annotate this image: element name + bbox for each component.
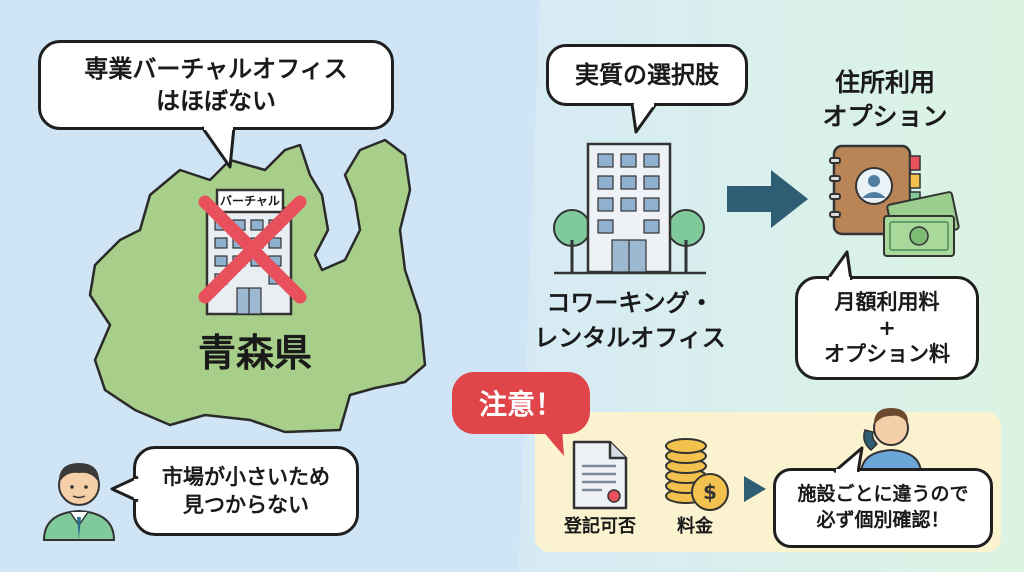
building-sign-text: バーチャル xyxy=(220,194,280,208)
fee-plus: + xyxy=(878,315,896,340)
bubble-tail xyxy=(833,446,864,475)
caution-text-line2: 必ず個別確認！ xyxy=(816,509,950,531)
address-option-title-line1: 住所利用 xyxy=(834,68,935,97)
coworking-building-icon xyxy=(553,142,706,275)
caution-text-line1: 施設ごとに違うので xyxy=(797,483,969,506)
fee-line3: オプション料 xyxy=(824,342,950,367)
region-label: 青森県 xyxy=(197,331,312,375)
speech-bubble-market-small: 市場が小さいため 見つからない xyxy=(133,446,359,536)
speech-bubble-fees: 月額利用料 + オプション料 xyxy=(795,276,979,380)
fee-label: 料金 xyxy=(677,516,713,537)
speech-bubble-check-individually: 施設ごとに違うので 必ず個別確認！ xyxy=(773,468,993,548)
coworking-label-line1: コワーキング・ xyxy=(546,289,714,317)
coworking-label-line2: レンタルオフィス xyxy=(534,323,726,352)
bubble-text: 実質の選択肢 xyxy=(575,60,719,89)
bubble-text-line2: はほぼない xyxy=(156,87,276,115)
address-option-title: 住所利用 オプション xyxy=(800,66,970,134)
fee-line1: 月額利用料 xyxy=(834,289,940,314)
speech-bubble-no-virtual-office: 専業バーチャルオフィス はほぼない xyxy=(38,40,394,130)
speech-bubble-real-choice: 実質の選択肢 xyxy=(546,44,748,106)
banknotes-icon xyxy=(883,191,960,257)
address-option-title-line2: オプション xyxy=(822,101,948,131)
bubble-tail xyxy=(110,475,140,503)
right-arrow-icon xyxy=(727,170,808,228)
bubble-text-line2: 見つからない xyxy=(183,493,309,517)
coins-icon: $ xyxy=(665,438,729,511)
registration-label: 登記可否 xyxy=(564,516,636,537)
cross-mark-icon xyxy=(198,195,307,304)
registration-document-icon xyxy=(572,440,628,510)
svg-text:$: $ xyxy=(703,480,717,504)
bubble-text-line1: 専業バーチャルオフィス xyxy=(84,54,348,83)
bubble-text-line1: 市場が小さいため xyxy=(162,464,330,489)
badge-tail xyxy=(540,428,564,456)
bubble-tail xyxy=(630,102,658,134)
bubble-tail xyxy=(825,250,853,283)
businessman-avatar-icon xyxy=(42,463,116,541)
caution-badge-text: 注意！ xyxy=(478,388,563,421)
caution-badge: 注意！ xyxy=(452,372,590,434)
small-right-arrow-icon xyxy=(744,476,766,502)
coworking-label: コワーキング・ レンタルオフィス xyxy=(505,286,755,356)
bubble-tail xyxy=(200,125,236,169)
